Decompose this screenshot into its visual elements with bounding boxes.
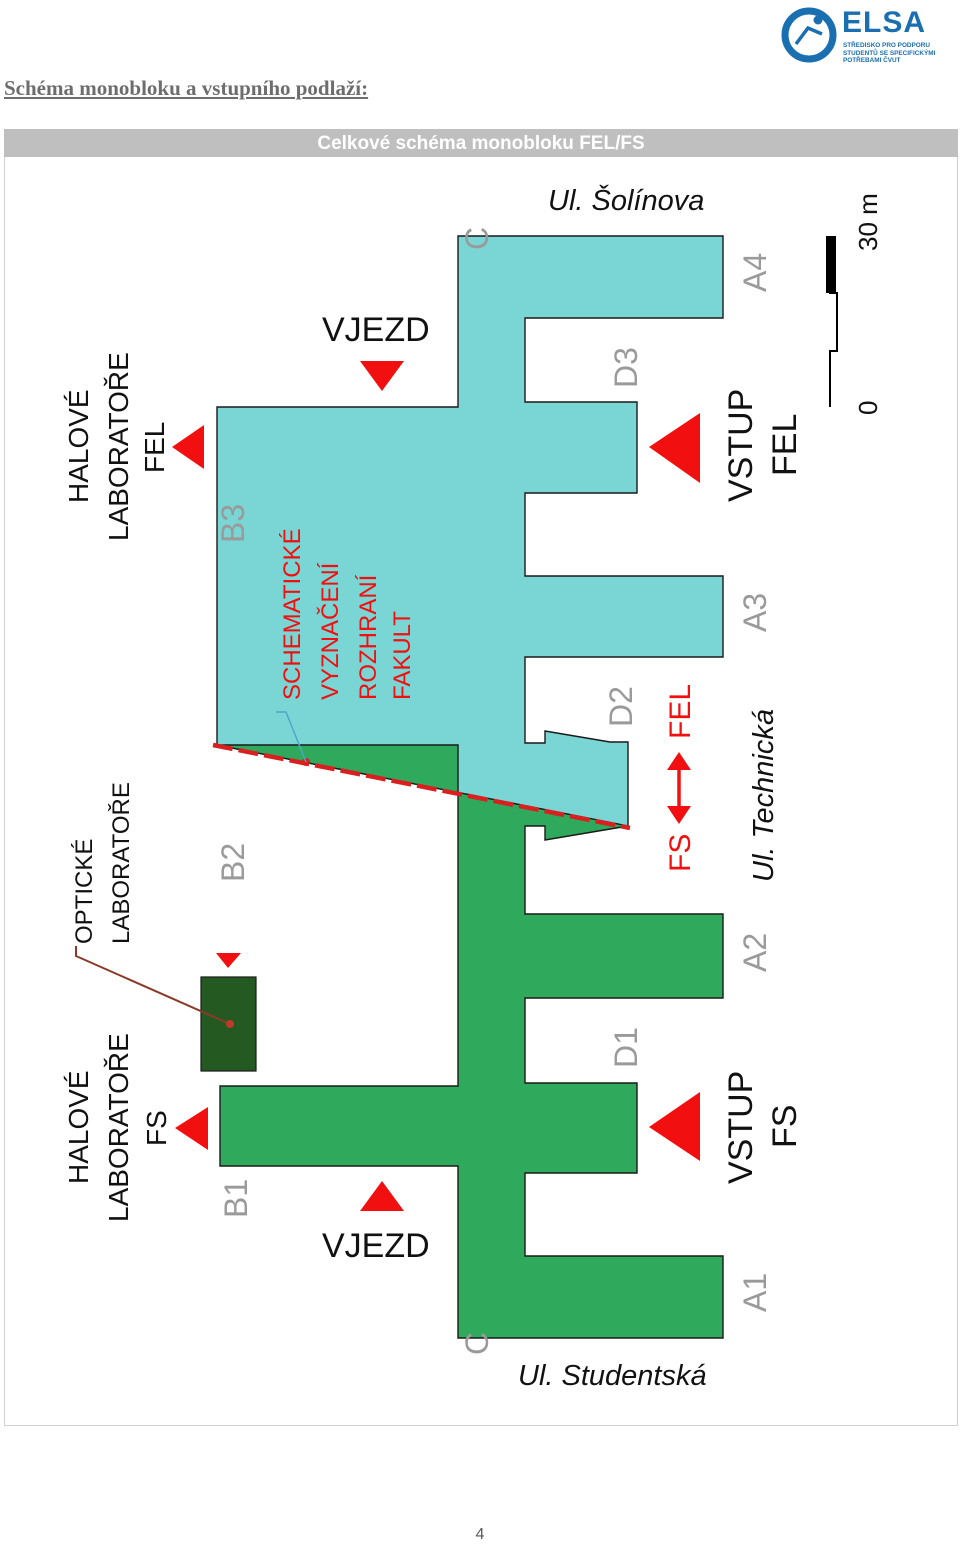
optical-label-line: OPTICKÉ <box>71 839 98 944</box>
boundary-label-line: FAKULT <box>389 611 416 700</box>
wing-d3-label: D3 <box>608 347 644 388</box>
wing-a4-label: A4 <box>737 253 773 292</box>
fs-fel-arrow-icon <box>667 752 691 824</box>
boundary-label-line: VYZNAČENÍ <box>316 562 344 700</box>
optical-pointer-line <box>75 946 231 1025</box>
elsa-logo: ELSA STŘEDISKO PRO PODPORU STUDENTŮ SE S… <box>778 4 938 66</box>
hall-fel-label-line: FEL <box>139 422 170 473</box>
vstup-fel-label-line: FEL <box>766 414 804 476</box>
logo-wordmark: ELSA <box>842 6 927 39</box>
vstup-fs-label-line: FS <box>766 1105 804 1148</box>
vstup-fs-label-line: VSTUP <box>722 1071 760 1184</box>
street-bottom-label: Ul. Studentská <box>518 1360 707 1392</box>
wing-c-bottom-label: C <box>459 1332 495 1355</box>
scale-bar <box>826 236 838 407</box>
hall-fel-marker-icon <box>172 425 204 469</box>
figure-caption: Celkové schéma monobloku FEL/FS <box>4 129 958 157</box>
hall-fs-marker-icon <box>175 1107 208 1150</box>
wing-c-top-label: C <box>459 227 495 250</box>
wing-b3-label: B3 <box>215 504 251 543</box>
street-top-label: Ul. Šolínova <box>548 183 704 217</box>
vstup-fel-marker-icon <box>649 413 700 483</box>
vjezd-top-marker-icon <box>360 361 404 391</box>
scale-zero-label: 0 <box>853 401 883 415</box>
vjezd-top-label: VJEZD <box>322 311 430 349</box>
logo-subtitle-line: STŘEDISKO PRO PODPORU <box>843 42 930 49</box>
optical-pointer-dot <box>226 1020 234 1028</box>
fel-label: FEL <box>664 684 697 739</box>
boundary-label-line: ROZHRANÍ <box>355 574 382 700</box>
document-heading: Schéma monobloku a vstupního podlaží: <box>4 76 369 100</box>
wing-a1-label: A1 <box>737 1273 773 1312</box>
hall-fel-label-line: LABORATOŘE <box>103 352 134 541</box>
optical-label-line: LABORATOŘE <box>108 782 135 944</box>
fs-building <box>216 744 724 1339</box>
faculty-boundary-line <box>212 742 631 831</box>
hall-fs-label-line: HALOVÉ <box>63 1070 94 1184</box>
logo-subtitle-line: POTŘEBAMI ČVUT <box>843 57 901 64</box>
logo-subtitle: STŘEDISKO PRO PODPORU STUDENTŮ SE SPECIF… <box>843 42 938 65</box>
wing-d1-label: D1 <box>608 1027 644 1068</box>
street-right-label: Ul. Technická <box>748 709 780 882</box>
elsa-logo-icon <box>781 7 837 63</box>
hall-fel-label-line: HALOVÉ <box>63 389 94 503</box>
optical-marker-icon <box>216 953 241 968</box>
wing-a2-label: A2 <box>737 933 773 972</box>
page-number: 4 <box>475 1526 485 1543</box>
hall-fs-label-line: LABORATOŘE <box>103 1033 134 1222</box>
fel-building <box>216 235 724 827</box>
vjezd-bottom-label: VJEZD <box>322 1227 430 1265</box>
vstup-fel-label-line: VSTUP <box>722 389 760 502</box>
vjezd-bottom-marker-icon <box>360 1181 404 1211</box>
hall-fs-label-line: FS <box>141 1110 172 1146</box>
scale-length-label: 30 m <box>853 193 883 251</box>
wing-d2-label: D2 <box>603 686 639 727</box>
wing-a3-label: A3 <box>737 593 773 632</box>
boundary-pointer-line <box>276 711 307 763</box>
wing-b2-label: B2 <box>215 843 251 882</box>
wing-b1-label: B1 <box>218 1179 254 1218</box>
logo-subtitle-line: STUDENTŮ SE SPECIFICKÝMI <box>843 49 936 57</box>
fs-label: FS <box>664 834 697 872</box>
boundary-label-line: SCHEMATICKÉ <box>279 528 306 700</box>
vstup-fs-marker-icon <box>649 1092 700 1161</box>
